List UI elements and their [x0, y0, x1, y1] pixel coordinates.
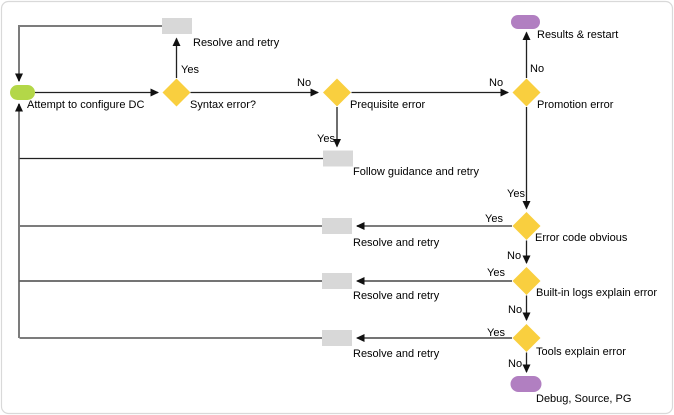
node-prerequisite: Prequisite error [323, 78, 426, 111]
debug-source-pg-shape [510, 376, 542, 392]
node-resolve-tools: Resolve and retry [322, 330, 440, 360]
follow-guidance-shape [323, 150, 353, 167]
prerequisite-shape [323, 78, 351, 107]
edge-label-syntax-no: No [297, 77, 311, 89]
resolve-tools-shape [322, 330, 352, 346]
results-restart-shape [511, 15, 540, 29]
debug-source-pg-label: Debug, Source, PG [536, 393, 631, 405]
syntax-shape [162, 78, 191, 107]
node-builtin-logs: Built-in logs explain error [512, 267, 657, 299]
node-promotion: Promotion error [512, 78, 614, 111]
edge-label-promotion-yes: Yes [507, 188, 525, 200]
edge-label-tools-yes: Yes [487, 327, 505, 339]
node-tools: Tools explain error [512, 324, 626, 358]
promotion-shape [512, 78, 541, 107]
node-syntax: Syntax error? [162, 78, 256, 111]
node-resolve-error-code: Resolve and retry [322, 218, 440, 249]
tools-label: Tools explain error [536, 346, 626, 358]
edge-labels: Yes No Yes No No Yes Yes No Yes No Yes N… [181, 63, 544, 370]
edge-label-promotion-no: No [530, 63, 544, 75]
edge-label-prerequisite-no: No [489, 77, 503, 89]
edge-label-tools-no: No [508, 358, 522, 370]
promotion-label: Promotion error [537, 99, 614, 111]
results-restart-label: Results & restart [537, 29, 618, 41]
resolve-error-code-shape [322, 218, 352, 234]
follow-guidance-label: Follow guidance and retry [353, 166, 479, 178]
resolve-builtin-label: Resolve and retry [353, 290, 440, 302]
edge-label-syntax-yes: Yes [181, 64, 199, 76]
edge-resolve-top-to-start [15, 25, 162, 82]
tools-shape [512, 324, 541, 352]
node-error-code: Error code obvious [512, 212, 628, 244]
node-resolve-builtin: Resolve and retry [322, 273, 440, 302]
node-debug-source-pg: Debug, Source, PG [510, 376, 631, 405]
edge-label-errorcode-no: No [507, 250, 521, 262]
syntax-label: Syntax error? [190, 99, 256, 111]
resolve-builtin-shape [322, 273, 352, 289]
resolve-top-label: Resolve and retry [193, 37, 280, 49]
resolve-top-shape [162, 18, 192, 34]
resolve-error-code-label: Resolve and retry [353, 237, 440, 249]
edge-label-errorcode-yes: Yes [485, 213, 503, 225]
edge-label-prerequisite-yes: Yes [317, 133, 335, 145]
error-code-shape [512, 212, 541, 240]
node-follow-guidance: Follow guidance and retry [323, 150, 479, 178]
connectors [15, 25, 531, 373]
node-results-restart: Results & restart [511, 15, 618, 41]
prerequisite-label: Prequisite error [350, 99, 426, 111]
edge-label-builtin-no: No [508, 304, 522, 316]
error-code-label: Error code obvious [535, 232, 628, 244]
builtin-logs-label: Built-in logs explain error [536, 287, 657, 299]
start-label: Attempt to configure DC [27, 99, 144, 111]
start-shape [10, 85, 35, 100]
builtin-logs-shape [512, 267, 541, 295]
resolve-tools-label: Resolve and retry [353, 348, 440, 360]
node-resolve-top: Resolve and retry [162, 18, 280, 49]
edge-label-builtin-yes: Yes [487, 267, 505, 279]
node-start: Attempt to configure DC [10, 85, 144, 111]
